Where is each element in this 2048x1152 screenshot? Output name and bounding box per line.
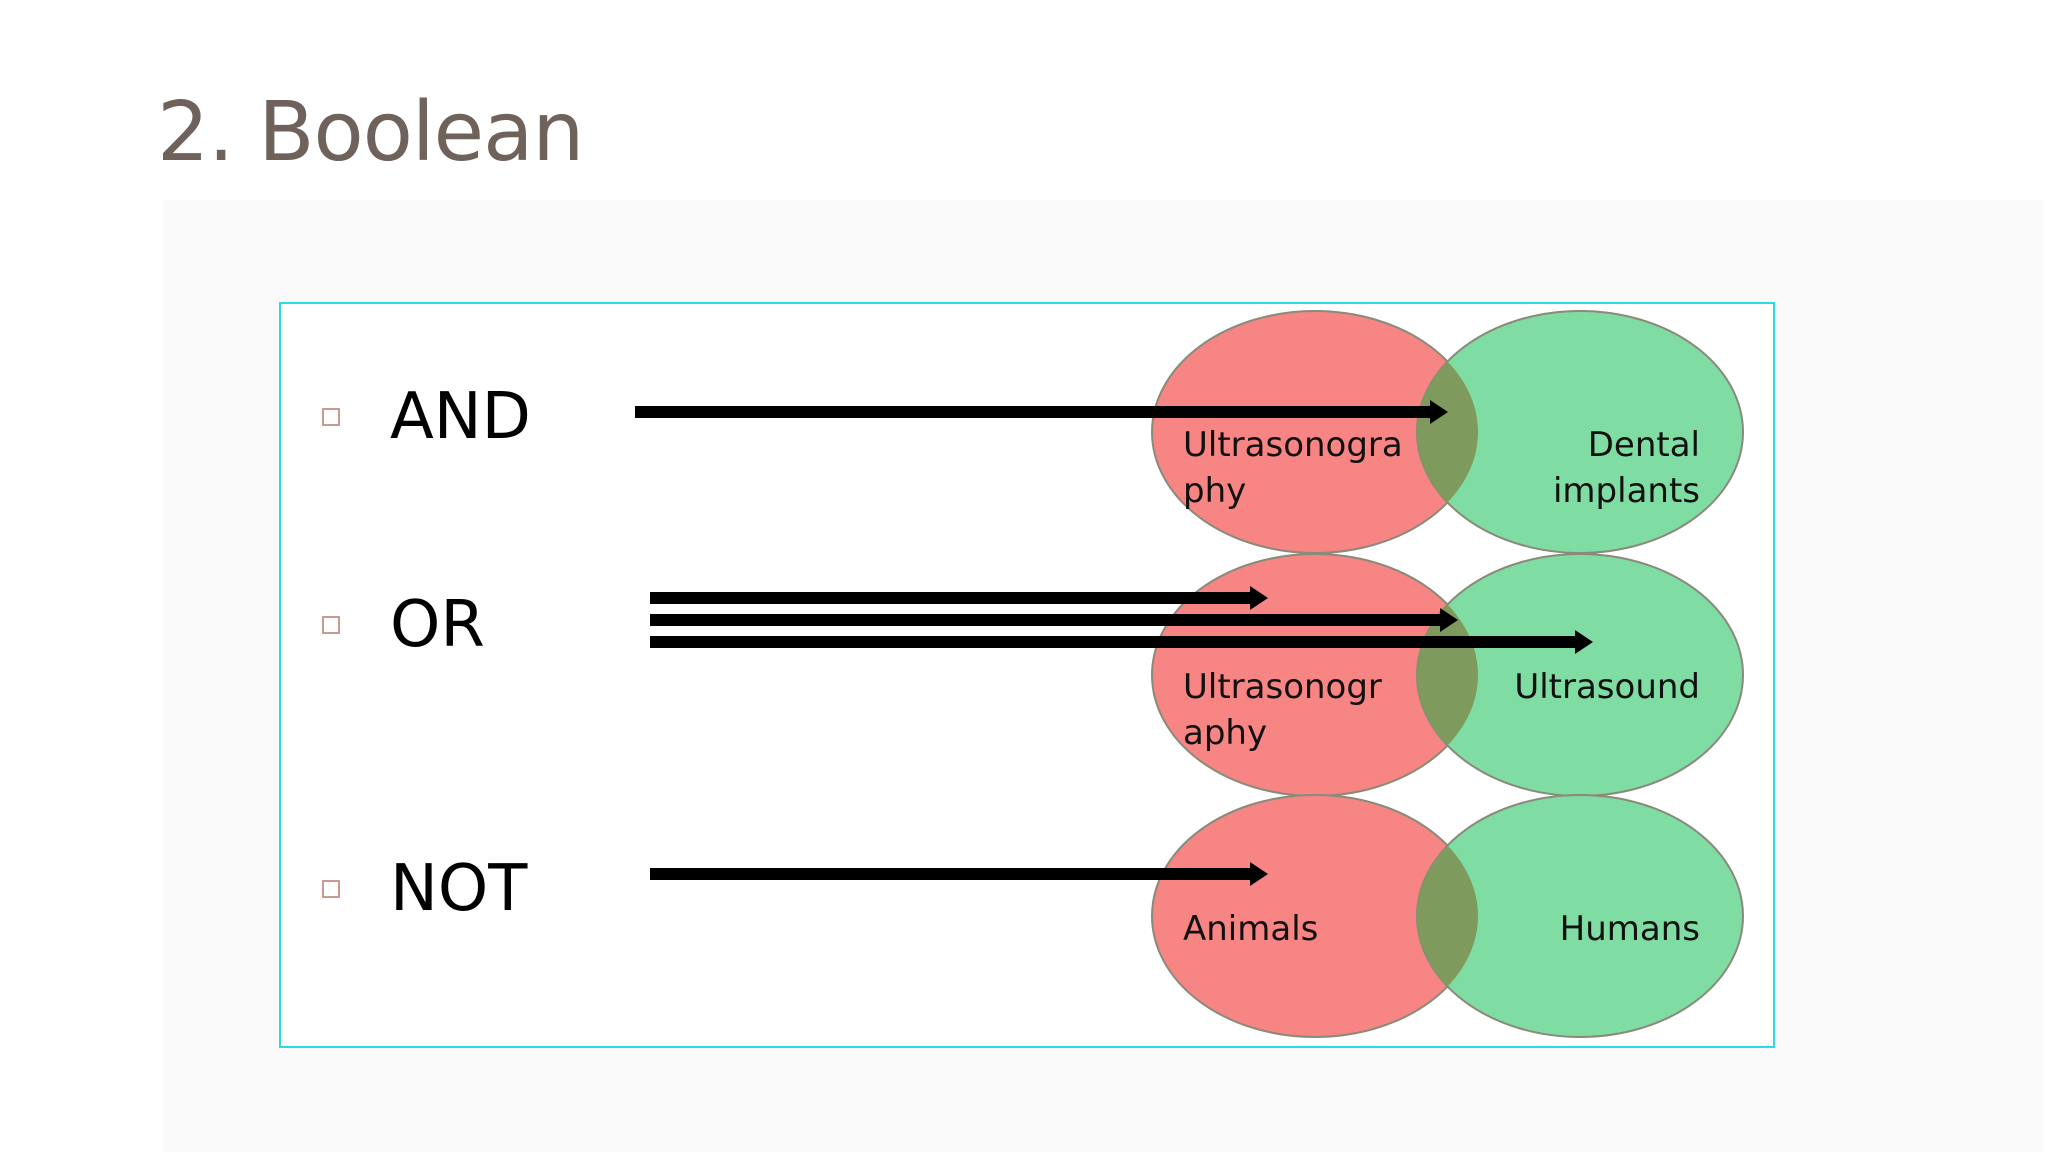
bullet-icon — [322, 616, 340, 634]
venn-left-label-line2: aphy — [1183, 713, 1267, 753]
venn-left-label-line1: Ultrasonogra — [1183, 425, 1403, 465]
arrow-or-right — [650, 630, 1593, 654]
venn-right-label-line2: implants — [1553, 471, 1700, 511]
venn-right-label: Ultrasound — [1514, 667, 1700, 707]
venn-left-label-line2: phy — [1183, 471, 1246, 511]
venn-right-label: Humans — [1560, 909, 1700, 949]
slide-title: 2. Boolean — [157, 85, 584, 180]
venn-right-label-line1: Dental — [1588, 425, 1700, 465]
operator-and: AND — [322, 380, 531, 454]
arrow-and — [635, 400, 1448, 424]
operator-label-not: NOT — [390, 852, 528, 926]
venn-or: Ultrasonogr aphy Ultrasound — [1151, 553, 1744, 797]
bullet-icon — [322, 408, 340, 426]
operator-label-or: OR — [390, 588, 485, 662]
arrow-not — [650, 862, 1268, 886]
bullet-icon — [322, 880, 340, 898]
operator-not: NOT — [322, 852, 527, 926]
operator-label-and: AND — [390, 380, 531, 454]
venn-not: Animals Humans — [1151, 794, 1744, 1038]
venn-left-label: Animals — [1183, 909, 1318, 949]
venn-left-label-line1: Ultrasonogr — [1183, 667, 1382, 707]
arrow-or-left — [650, 586, 1268, 610]
operator-or: OR — [322, 588, 485, 662]
arrow-or-overlap — [650, 608, 1458, 632]
venn-and: Ultrasonogra phy Dental implants — [1151, 310, 1744, 554]
